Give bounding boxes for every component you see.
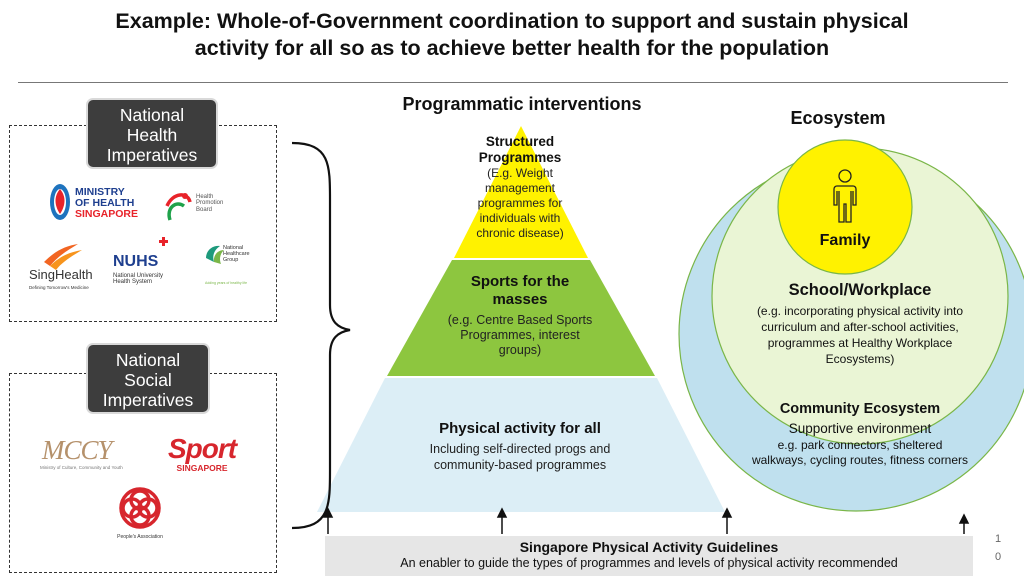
school-workplace-body-line-3: programmes at Healthy Workplace: [767, 336, 953, 350]
nhg-logo-tagline: Adding years of healthy life: [205, 281, 248, 285]
social-imperatives-label-line-1: National: [115, 350, 181, 370]
pyramid-top-body-line-2: management: [484, 181, 556, 195]
nhg-logo: National Healthcare Group: [223, 245, 250, 263]
guidelines-title: Singapore Physical Activity Guidelines: [519, 539, 779, 555]
health-imperatives-label: National Health Imperatives: [86, 98, 218, 169]
pyramid-middle-body-line-1: (e.g. Centre Based Sports: [447, 313, 593, 327]
nuhs-logo-icon: [159, 237, 168, 246]
school-workplace-body-line-2: curriculum and after-school activities,: [761, 320, 959, 334]
social-imperatives-label-line-3: Imperatives: [102, 390, 194, 410]
pyramid-top-text: Structured Programmes (E.g. Weight manag…: [460, 134, 580, 241]
community-ecosystem-text: Community Ecosystem Supportive environme…: [710, 400, 1010, 468]
family-label: Family: [819, 232, 871, 249]
hpb-logo-line-3: Board: [196, 206, 213, 213]
pyramid-bottom-tier: [317, 378, 725, 512]
school-workplace-title: School/Workplace: [788, 281, 932, 299]
social-imperatives-label-line-2: Social: [124, 370, 172, 390]
health-imperatives-label-line-2: Health: [126, 125, 178, 145]
ecosystem-heading: Ecosystem: [790, 108, 886, 128]
mccy-logo: MCCY: [42, 435, 113, 465]
page-number: 1 0: [993, 530, 1003, 566]
pyramid-top-body-line-5: chronic disease): [476, 226, 564, 240]
social-imperatives-label: National Social Imperatives: [86, 343, 210, 414]
sport-logo-line-2: SINGAPORE: [176, 463, 228, 474]
pyramid-top-body-line-1: (E.g. Weight: [487, 166, 553, 180]
pyramid-bottom-title: Physical activity for all: [439, 420, 601, 437]
slide-title: Example: Whole-of-Government coordinatio…: [0, 8, 1024, 62]
title-divider: [18, 82, 1008, 83]
hpb-logo-line-1: Health: [196, 194, 214, 200]
pyramid-top-title-line-2: Programmes: [478, 150, 562, 165]
pyramid-top-tier: [454, 126, 588, 258]
pyramid-middle-text: Sports for the masses (e.g. Centre Based…: [430, 273, 610, 358]
slide-title-line-2: activity for all so as to achieve better…: [194, 36, 830, 60]
health-imperatives-label-line-1: National: [119, 105, 185, 125]
nuhs-logo-name: NUHS: [113, 253, 159, 270]
singhealth-logo-tagline: Defining Tomorrow's Medicine: [29, 284, 89, 290]
upward-arrows: [322, 507, 970, 534]
pyramid-bottom-text: Physical activity for all Including self…: [400, 420, 640, 473]
pyramid-middle-title-line-1: Sports for the: [470, 273, 570, 290]
pyramid-top-body-line-3: programmes for: [477, 196, 563, 210]
page-number-digit-2: 0: [994, 551, 1002, 563]
school-workplace-body-line-4: Ecosystems): [825, 352, 895, 366]
community-ecosystem-title: Community Ecosystem: [779, 401, 941, 417]
pyramid-middle-title-line-2: masses: [492, 291, 548, 308]
slide-title-line-1: Example: Whole-of-Government coordinatio…: [115, 9, 909, 33]
curly-brace: [291, 141, 351, 530]
moh-logo-line-2: OF HEALTH: [75, 197, 135, 210]
hpb-logo-line-2: Promotion: [196, 200, 224, 207]
singhealth-logo-name: SingHealth: [29, 267, 93, 282]
page-number-digit-1: 1: [994, 533, 1002, 545]
guidelines-bar: Singapore Physical Activity Guidelines A…: [325, 536, 973, 576]
school-workplace-text: School/Workplace (e.g. incorporating phy…: [732, 280, 988, 367]
nhg-logo-icon: [206, 245, 224, 264]
nhg-logo-line-2: Healthcare: [223, 250, 250, 257]
pyramid-middle-body-line-2: Programmes, interest: [460, 328, 580, 342]
school-workplace-body-line-1: (e.g. incorporating physical activity in…: [756, 304, 964, 318]
moh-logo: MINISTRY OF HEALTH SINGAPORE: [75, 186, 139, 221]
community-ecosystem-body-line-1: e.g. park connectors, sheltered: [777, 438, 943, 452]
hpb-logo-icon: [165, 193, 192, 221]
pyramid-bottom-body-line-1: Including self-directed progs and: [429, 442, 611, 456]
pa-logo-name: People's Association: [117, 534, 163, 540]
moh-logo-line-1: MINISTRY: [75, 186, 125, 198]
pyramid-bottom-body-line-2: community-based programmes: [433, 458, 607, 472]
singhealth-logo-icon: [44, 244, 82, 270]
person-icon: [833, 169, 857, 223]
nuhs-logo-line-2: National University: [113, 272, 164, 279]
nuhs-logo-line-3: Health System: [113, 279, 153, 286]
community-ecosystem-subtitle: Supportive environment: [788, 421, 932, 436]
mccy-logo-tagline: Ministry of Culture, Community and Youth: [40, 465, 123, 470]
singhealth-logo: SingHealth Defining Tomorrow's Medicine: [29, 268, 93, 290]
pyramid-top-body-line-4: individuals with: [479, 211, 561, 225]
hpb-logo: Health Promotion Board: [196, 194, 223, 213]
moh-logo-line-3: SINGAPORE: [75, 208, 139, 221]
pyramid-top-title-line-1: Structured: [485, 134, 555, 149]
programmatic-heading: Programmatic interventions: [402, 94, 642, 114]
pyramid-middle-tier: [387, 260, 655, 376]
peoples-association-logo-icon: [119, 487, 161, 529]
pyramid-middle-body-line-3: groups): [498, 343, 542, 357]
nhg-logo-line-3: Group: [223, 256, 239, 263]
sport-singapore-logo: Sport SINGAPORE: [168, 433, 237, 474]
family-circle: [777, 139, 913, 275]
nhg-logo-line-1: National: [223, 245, 244, 251]
guidelines-subtitle: An enabler to guide the types of program…: [400, 556, 898, 570]
sport-logo-name: Sport: [168, 433, 237, 464]
community-ecosystem-body-line-2: walkways, cycling routes, fitness corner…: [751, 453, 969, 467]
nuhs-logo: NUHS National University Health System: [113, 253, 164, 286]
health-imperatives-label-line-3: Imperatives: [106, 145, 198, 165]
moh-emblem-icon: [50, 184, 70, 220]
